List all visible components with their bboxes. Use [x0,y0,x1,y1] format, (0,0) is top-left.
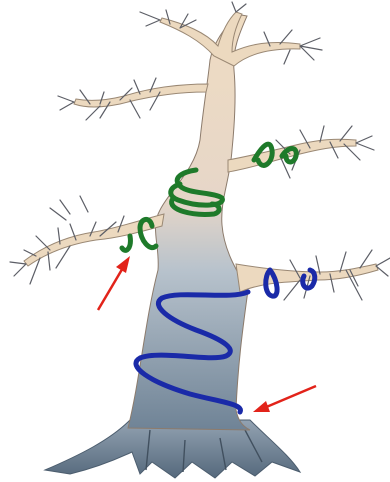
arrow-lower-right [253,386,316,412]
branch-top [160,12,300,66]
arrow-upper-left [98,256,130,310]
branch-upper-left [74,84,208,107]
